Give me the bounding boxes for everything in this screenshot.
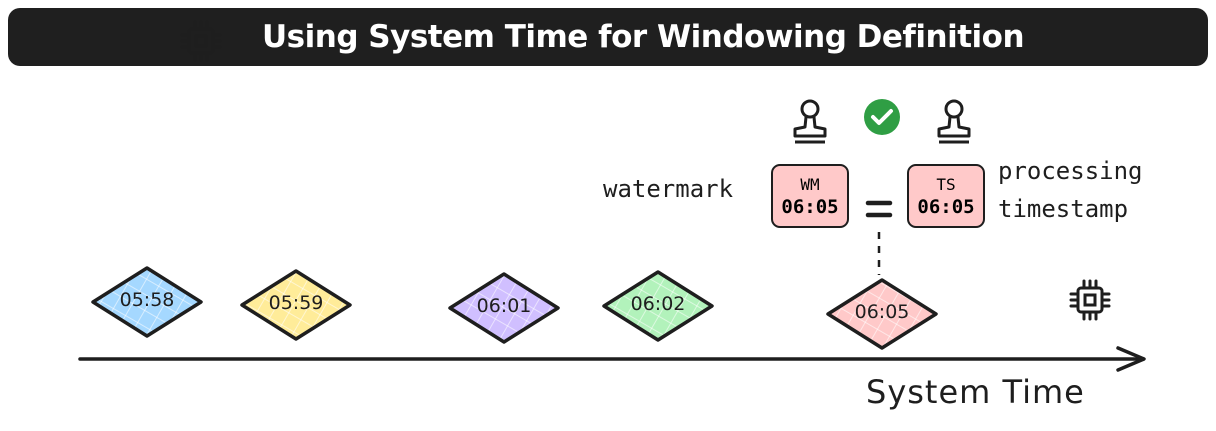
timestamp-label: timestamp bbox=[998, 195, 1129, 223]
equals-sign bbox=[865, 200, 893, 218]
timestamp-box-title: TS bbox=[936, 175, 956, 194]
event-time-label: 05:58 bbox=[119, 289, 175, 311]
watermark-box-value: 06:05 bbox=[781, 196, 839, 218]
page-title: Using System Time for Windowing Definiti… bbox=[262, 19, 1025, 55]
processing-label: processing bbox=[998, 157, 1143, 185]
cpu-chip-icon bbox=[180, 20, 222, 62]
event-diamond bbox=[91, 266, 203, 338]
event-diamond bbox=[448, 272, 560, 344]
watermark-box-title: WM bbox=[800, 175, 820, 194]
timeline-arrowhead bbox=[1116, 346, 1146, 372]
axis-label: System Time bbox=[866, 373, 1085, 411]
event-time-label: 06:01 bbox=[476, 295, 532, 317]
check-circle-icon bbox=[864, 99, 900, 135]
watermark-box: WM 06:05 bbox=[771, 164, 849, 228]
event-diamond bbox=[602, 270, 714, 342]
event-time-label: 05:59 bbox=[268, 292, 324, 314]
cpu-chip-icon bbox=[1069, 279, 1111, 321]
event-time-label: 06:02 bbox=[630, 293, 686, 315]
timestamp-box-value: 06:05 bbox=[917, 196, 975, 218]
event-diamond bbox=[826, 278, 938, 350]
event-diamond bbox=[240, 269, 352, 341]
timestamp-box: TS 06:05 bbox=[907, 164, 985, 228]
stamp-icon bbox=[937, 99, 971, 144]
event-time-label: 06:05 bbox=[854, 301, 910, 323]
stamp-icon bbox=[793, 99, 827, 144]
watermark-label: watermark bbox=[603, 175, 734, 203]
